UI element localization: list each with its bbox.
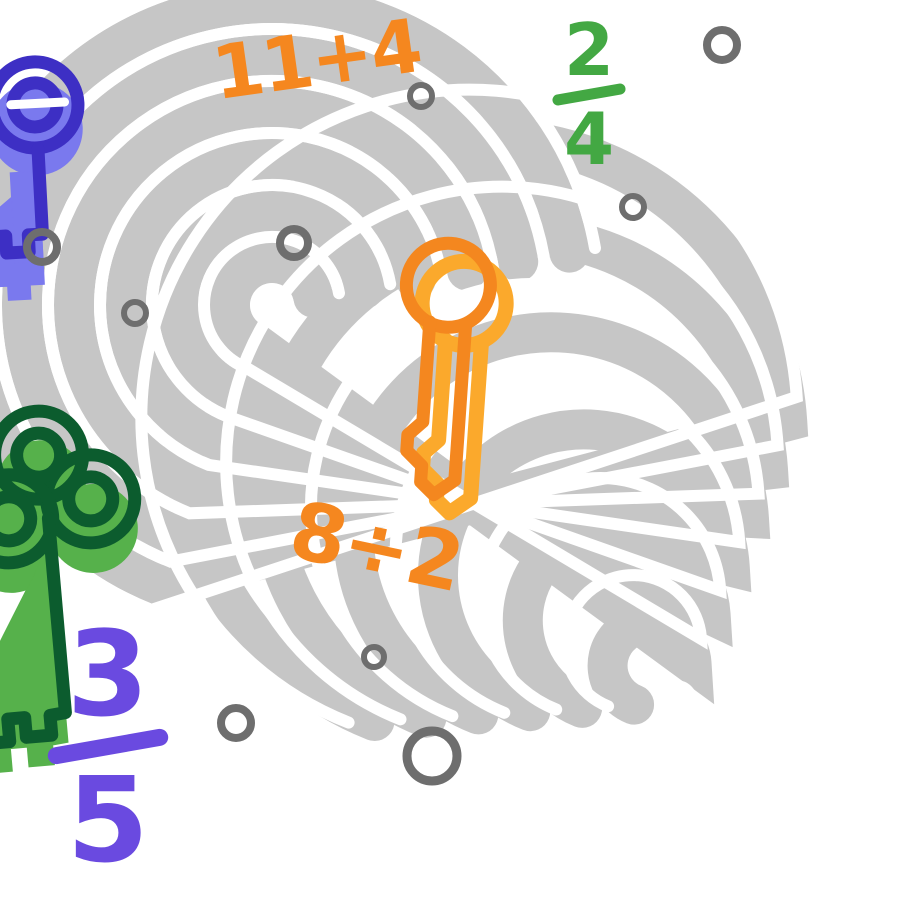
decor-ring [402, 726, 462, 786]
fraction-numerator: 2 [563, 8, 615, 92]
maze-gap [198, 230, 708, 713]
fraction-numerator: 3 [66, 605, 149, 743]
decor-ring [276, 225, 312, 261]
maze-lower-center [654, 680, 698, 724]
purple-key-slot [6, 97, 70, 110]
maze-gap [146, 179, 727, 716]
decor-rings [23, 26, 741, 786]
green-key [0, 404, 142, 774]
decor-ring [121, 299, 149, 327]
decor-ring [361, 644, 387, 670]
green-key-outline [0, 404, 142, 751]
maze-bands [0, 0, 809, 741]
purple-key [0, 55, 85, 312]
fraction-denominator: 4 [563, 97, 615, 182]
decor-ring [23, 228, 61, 266]
maze-band [158, 191, 733, 728]
decor-ring [217, 704, 255, 742]
decor-ring [703, 26, 741, 64]
maze-upper-center [250, 283, 294, 327]
maze-gap [0, 0, 797, 723]
maze-gap [42, 75, 765, 723]
decor-ring [407, 82, 435, 110]
fraction-denominator: 5 [66, 750, 149, 889]
orange-key-outline [399, 236, 497, 502]
decor-ring [619, 193, 647, 221]
maze-gap [0, 22, 784, 726]
orange-key [399, 236, 514, 521]
maze-band [210, 243, 715, 725]
